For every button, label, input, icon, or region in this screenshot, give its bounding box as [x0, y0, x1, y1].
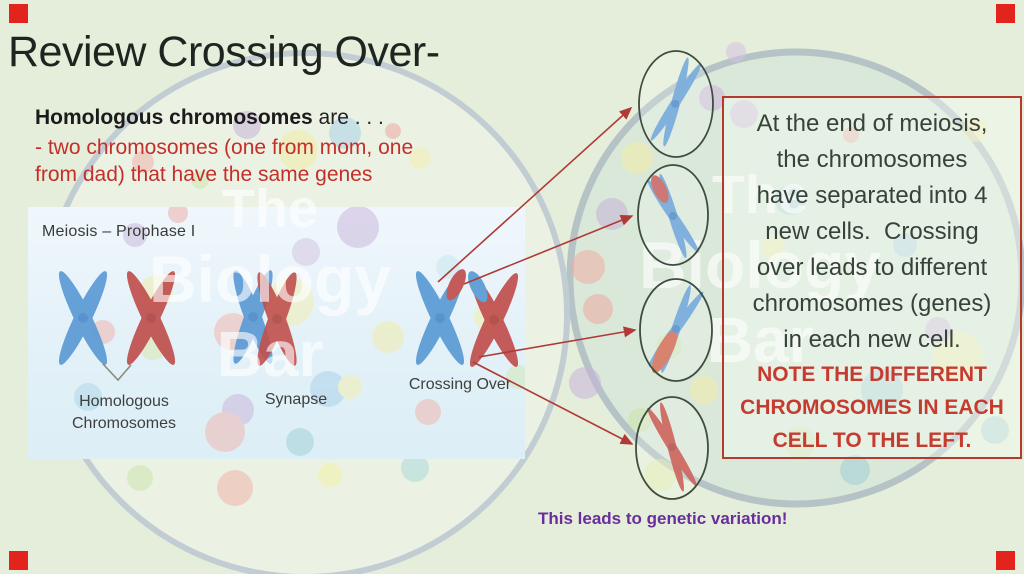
genetic-variation-note: This leads to genetic variation!	[538, 509, 788, 528]
corner-marker-bottom-right	[996, 551, 1015, 570]
crossing-over-red-chromosome	[468, 271, 519, 367]
label-crossing-over: Crossing Over	[408, 376, 512, 393]
result-line: in each new cell.	[783, 326, 961, 353]
label-synapse: Synapse	[264, 391, 328, 408]
corner-marker-top-right	[996, 4, 1015, 23]
result-line: have separated into 4	[756, 182, 988, 209]
homologous-pair-blue-chromosome	[58, 271, 108, 365]
label-homologous-chromosomes: Homologous Chromosomes	[44, 391, 204, 435]
homologous-pair-pointer	[102, 363, 132, 382]
corner-marker-top-left	[9, 4, 28, 23]
result-line: new cells. Crossing	[765, 218, 979, 245]
intro-bold-text: Homologous chromosomes	[35, 106, 313, 129]
crossing-over-blue-chromosome	[415, 269, 466, 365]
label-homologous-line2: Chromosomes	[71, 415, 177, 432]
label-homologous-line1: Homologous	[79, 393, 169, 410]
intro-line: Homologous chromosomes are . . .	[35, 104, 535, 132]
intro-red-line2: from dad) that have the same genes	[35, 163, 373, 186]
panel-heading: Meiosis – Prophase I	[42, 223, 196, 240]
result-line: At the end of meiosis,	[756, 110, 988, 137]
slide-title: Review Crossing Over-	[8, 28, 440, 76]
result-line: chromosomes (genes)	[752, 290, 992, 317]
corner-marker-bottom-left	[9, 551, 28, 570]
note-line: CELL TO THE LEFT.	[772, 429, 972, 452]
result-line: over leads to different	[756, 254, 988, 281]
homologous-pair-red-chromosome	[126, 271, 176, 365]
intro-suffix-text: are . . .	[312, 106, 384, 129]
note-line: CHROMOSOMES IN EACH	[740, 396, 1004, 419]
intro-red-line1: - two chromosomes (one from mom, one	[35, 136, 414, 159]
meiosis-prophase-panel: Meiosis – Prophase I Homologous Chromoso…	[28, 207, 525, 459]
note-line: NOTE THE DIFFERENT	[757, 363, 987, 386]
meiosis-result-textbox: At the end of meiosis, the chromosomes h…	[722, 96, 1022, 459]
result-line: the chromosomes	[776, 146, 968, 173]
synapse-red-chromosome	[257, 272, 297, 366]
